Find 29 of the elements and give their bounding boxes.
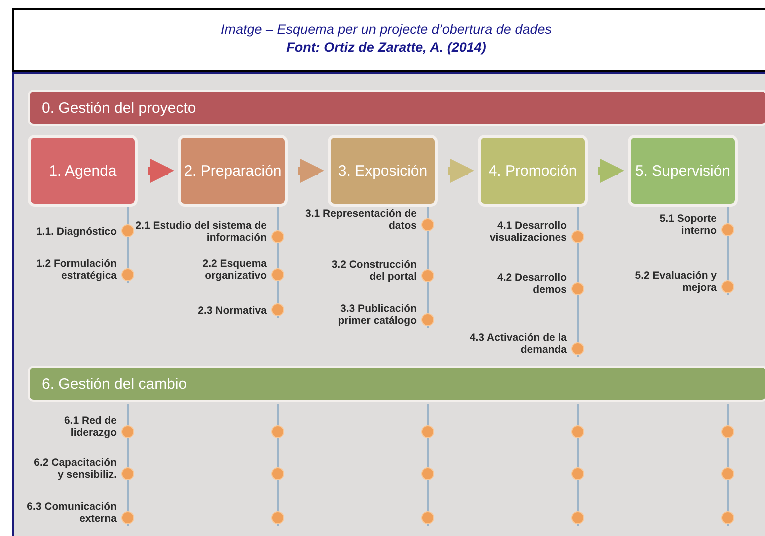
arrow xyxy=(148,159,174,183)
phase-box: 1. Agenda xyxy=(28,135,138,207)
task-label: 6.1 Red de liderazgo xyxy=(63,415,117,439)
task-label: 1.2 Formulación estratégica xyxy=(35,258,117,282)
task-label: 5.1 Soporte interno xyxy=(658,213,717,237)
task-label: 4.2 Desarrollo demos xyxy=(496,272,567,296)
task-label: 1.1. Diagnóstico xyxy=(35,226,117,238)
phase-band: 6. Gestión del cambio xyxy=(28,366,765,402)
task-label: 2.2 Esquema organizativo xyxy=(202,258,267,282)
caption: Font: Ortiz de Zaratte, A. (2014) xyxy=(286,40,488,55)
title: Imatge – Esquema per un projecte d’obertura de dades xyxy=(220,22,553,37)
phase-box: 2. Preparación xyxy=(178,135,288,207)
arrow xyxy=(448,159,474,183)
task-label: 3.1 Representación de datos xyxy=(304,208,417,232)
task-label: 4.1 Desarrollo visualizaciones xyxy=(488,220,567,244)
task-label: 6.2 Capacitación y sensibiliz. xyxy=(33,457,117,481)
phase-box: 3. Exposición xyxy=(328,135,438,207)
task-label: 2.1 Estudio del sistema de información xyxy=(134,220,267,244)
task-label: 5.2 Evaluación y mejora xyxy=(634,270,717,294)
task-label: 2.3 Normativa xyxy=(197,305,267,317)
phase-box: 4. Promoción xyxy=(478,135,588,207)
phase-box: 5. Supervisión xyxy=(628,135,738,207)
task-label: 3.2 Construcción del portal xyxy=(330,259,417,283)
task-label: 4.3 Activación de la demanda xyxy=(468,332,567,356)
arrow xyxy=(298,159,324,183)
task-label: 3.3 Publicación primer catálogo xyxy=(337,303,417,327)
phase-band: 0. Gestión del proyecto xyxy=(28,90,765,126)
arrow xyxy=(598,159,624,183)
task-label: 6.3 Comunicación externa xyxy=(26,501,117,525)
